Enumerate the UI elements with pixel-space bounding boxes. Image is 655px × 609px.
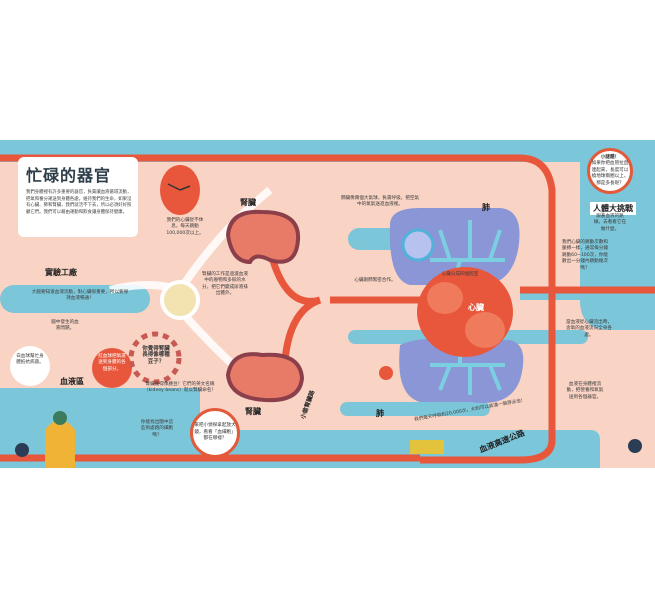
- right-top-water: [570, 140, 655, 330]
- heart: [417, 267, 513, 357]
- quiz-text: 如果你把血管拉直連起來，長度可以繞地球兩圈以上，那是多長呢？: [591, 161, 629, 186]
- kidney-top: [225, 209, 301, 265]
- note-cloud: 腦中發生的血液問題。: [51, 320, 79, 332]
- label-blood-zone: 血液區: [60, 377, 84, 386]
- note-game: 跟著血液的路線，去看看它在做什麼。: [593, 214, 627, 232]
- red-blood-cell: [92, 348, 132, 388]
- note-heart-clock: 我們的心臟從不休息，每天跳動100,000次以上。: [166, 218, 204, 236]
- intro-text: 我們身體裡有許多重要的器官，負責讓血液循環流動，把氧和養分運送到身體各處。維持我…: [26, 190, 132, 215]
- label-kidney-bottom: 腎臟: [245, 407, 261, 416]
- note-white-cell: 白血球幫忙身體抵抗病菌。: [16, 354, 44, 366]
- note-pipe: 大腦要知道血液流動，對心臟很重要，所以要保持血液暢通！: [31, 290, 129, 302]
- note-heart-top: 心臟分成四個腔室: [441, 272, 479, 277]
- illustration-graphics: [0, 140, 655, 468]
- magnifier-bubble: 來吧小偵探拿起放大鏡，看看「血細胞」都在哪裡？: [190, 408, 240, 458]
- lung-top: [389, 208, 520, 286]
- intro-card: 忙碌的器官 我們身體裡有許多重要的器官，負責讓血液循環流動，把氧和養分運送到身體…: [18, 157, 138, 237]
- label-space-station: 實驗工廠: [45, 268, 77, 277]
- note-kidney-work: 腎臟的工作是過濾血液中的廢物和多餘的水分，把它們變成尿液排出體外。: [202, 272, 248, 297]
- organ-illustration: 忙碌的器官 我們身體裡有許多重要的器官，負責讓血液循環流動，把氧和養分運送到身體…: [0, 140, 655, 468]
- truck: [410, 440, 444, 454]
- note-find: 你能找出圖中這些到處跑的細胞嗎？: [140, 420, 174, 438]
- label-lung-top: 肺: [482, 203, 490, 212]
- label-lung-bottom: 肺: [376, 409, 384, 418]
- note-lung-air: 肺臟像兩個大氣球，負責呼吸，把空氣中的氧氣送進血液裡。: [340, 196, 420, 208]
- note-beans: 你覺得腎臟長得像哪種豆子？: [142, 346, 170, 365]
- label-heart: 心臟: [468, 303, 484, 312]
- note-heartbeat: 我們心臟的跳動次數和脈搏一樣，通常每分鐘跳動60~100次，你能數出一分鐘內跳動…: [561, 240, 609, 271]
- note-right-low: 血液在身體裡流動，把營養和氧氣送到各個器官。: [566, 382, 604, 400]
- quiz-bubble: 小謎題！如果你把血管拉直連起來，長度可以繞地球兩圈以上，那是多長呢？: [587, 148, 633, 194]
- note-right-mid: 當血液從心臟流出時，含氧的血液流向全身各處。: [566, 320, 612, 338]
- label-game: 人體大挑戰: [590, 202, 636, 215]
- note-alveoli: 心臟跟肺緊密合作。: [354, 278, 396, 283]
- kidney-bottom: [225, 352, 305, 403]
- quiz-title: 小謎題！: [600, 154, 620, 160]
- label-kidney-top: 腎臟: [240, 198, 256, 207]
- note-red-cell: 紅血球把氧運送到身體的各個部分。: [98, 354, 126, 372]
- white-blood-cell: [10, 346, 50, 386]
- lung-bottom: [399, 338, 524, 404]
- note-bean-answer: 腎臟長得像腰豆！它們的英文名稱（kidney beans）就以腎臟命名！: [144, 382, 216, 394]
- page-title: 忙碌的器官: [26, 166, 112, 185]
